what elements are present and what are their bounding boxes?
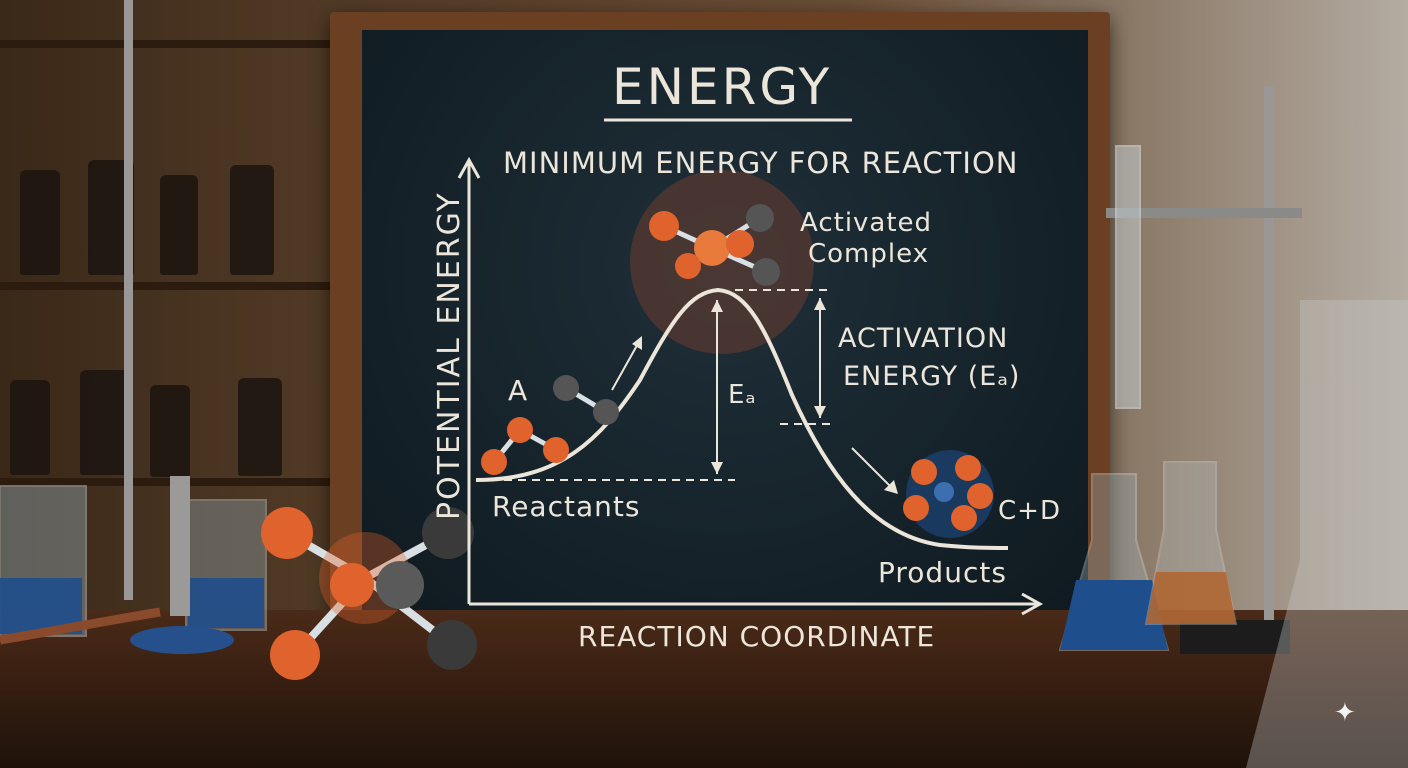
test-tube	[1115, 145, 1141, 409]
ea-label: Eₐ	[728, 380, 757, 410]
atom-orange	[270, 630, 320, 680]
x-axis-arrowhead	[1021, 592, 1044, 616]
atom-blue	[934, 482, 954, 502]
bottle	[10, 380, 50, 475]
atom-orange	[330, 563, 374, 607]
products-label: Products	[878, 556, 1007, 589]
bottle	[160, 175, 198, 275]
arrow-head-icon	[711, 300, 723, 312]
diagram-title: ENERGY	[612, 58, 833, 116]
sparkle-icon: ✦	[1334, 698, 1356, 728]
arrow-head-icon	[711, 462, 723, 474]
arrow-head-icon	[814, 406, 826, 418]
atom-gray	[376, 561, 424, 609]
activation-energy-label: ACTIVATION	[838, 323, 1009, 354]
atom-orange	[903, 495, 929, 521]
bunsen-burner	[170, 476, 190, 616]
shelf	[0, 40, 340, 48]
reactant-a-label: A	[508, 374, 529, 407]
stand-base	[1180, 620, 1290, 654]
wooden-table	[0, 610, 1408, 768]
atom-orange	[675, 253, 701, 279]
arrow-head-icon	[884, 480, 898, 494]
atom-orange	[967, 483, 993, 509]
bottle	[238, 378, 282, 476]
ring-stand-rod	[124, 0, 133, 600]
bunsen-burner-base	[130, 626, 234, 654]
blurred-glassware	[1246, 300, 1408, 768]
reactants-label: Reactants	[492, 490, 641, 523]
atom-gray	[422, 507, 474, 559]
atom-gray	[593, 399, 619, 425]
atom-orange	[261, 507, 313, 559]
bottle	[80, 370, 128, 475]
pointer-arrow	[611, 339, 641, 391]
bottle	[20, 170, 60, 275]
clamp-arm	[1106, 208, 1302, 218]
atom-orange	[507, 417, 533, 443]
activated-complex-label: Activated	[800, 208, 933, 238]
arrow-head-icon	[814, 298, 826, 310]
atom-orange	[951, 505, 977, 531]
beaker-liquid	[188, 578, 264, 628]
flask-liquid	[1060, 580, 1168, 650]
x-axis-label: REACTION COORDINATE	[578, 620, 936, 653]
atom-gray	[746, 204, 774, 232]
arrow-head-icon	[632, 336, 642, 350]
atom-orange	[543, 437, 569, 463]
ring-stand-rod	[1264, 86, 1274, 626]
shelf	[0, 282, 340, 290]
atom-orange	[694, 230, 730, 266]
atom-orange	[649, 211, 679, 241]
pointer-arrow	[851, 447, 895, 491]
y-axis-label: POTENTIAL ENERGY	[432, 191, 467, 520]
y-axis-arrowhead	[457, 156, 481, 179]
atom-gray	[553, 375, 579, 401]
atom-gray	[752, 258, 780, 286]
activated-complex-label: Complex	[808, 239, 930, 269]
atom-orange	[911, 459, 937, 485]
bottle	[150, 385, 190, 477]
bottle	[230, 165, 274, 275]
activation-energy-label: ENERGY (Eₐ)	[843, 361, 1021, 392]
atom-gray	[427, 620, 477, 670]
atom-orange	[726, 230, 754, 258]
diagram-subtitle: MINIMUM ENERGY FOR REACTION	[503, 146, 1019, 180]
atom-orange	[481, 449, 507, 475]
products-cd-label: C+D	[998, 496, 1061, 526]
rubber-tubing	[0, 607, 161, 645]
flask-liquid	[1146, 572, 1236, 624]
atom-orange	[955, 455, 981, 481]
